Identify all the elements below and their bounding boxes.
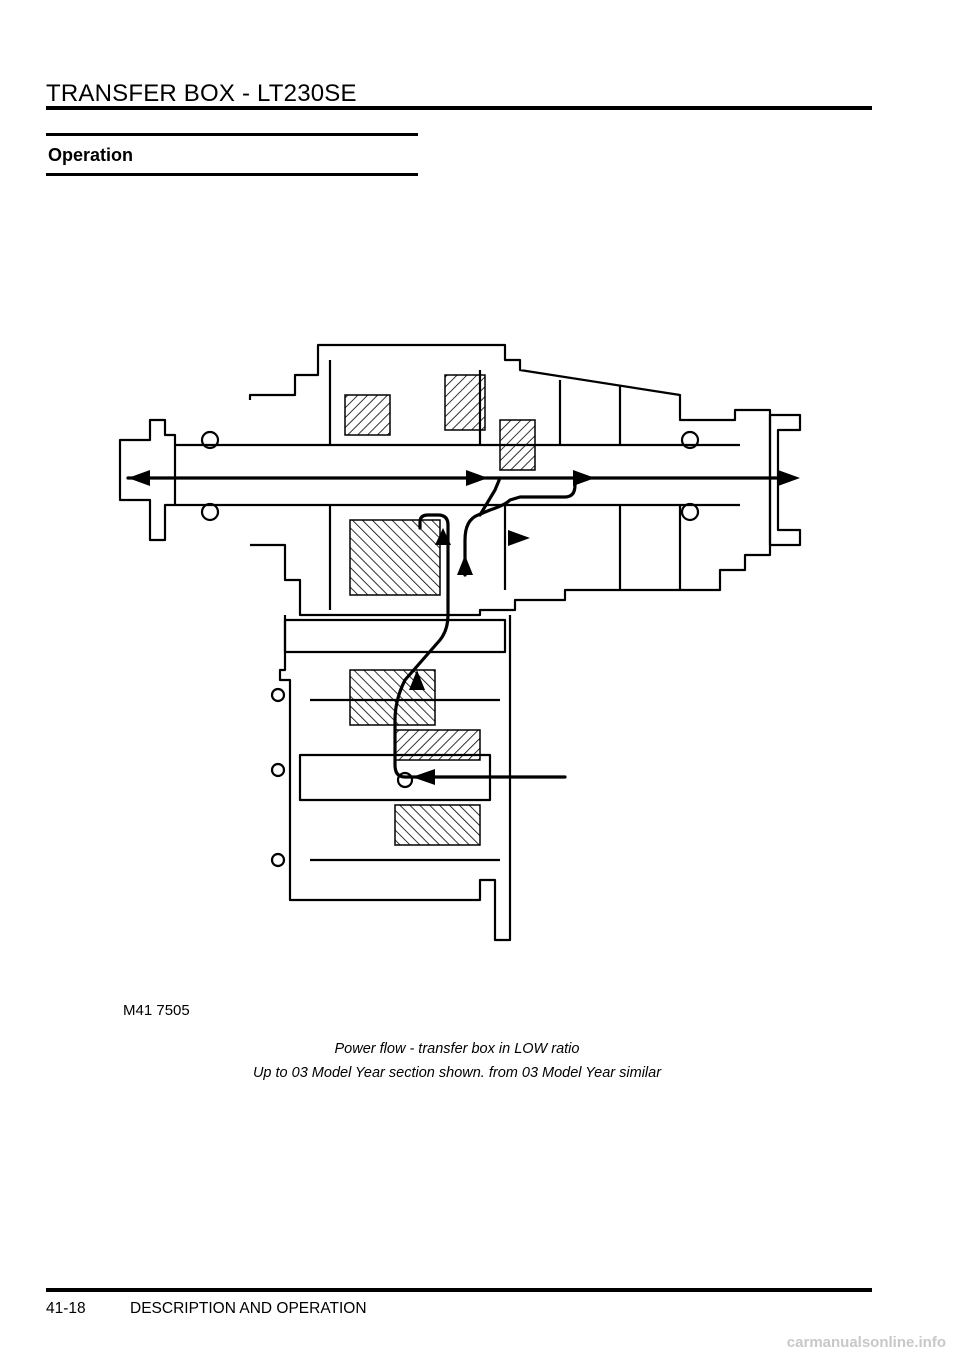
- arrow-diff-right: [573, 470, 595, 486]
- differential-pinion: [499, 419, 536, 471]
- figure-caption-line1: Power flow - transfer box in LOW ratio: [334, 1041, 580, 1057]
- power-flow-input-line: [393, 513, 567, 779]
- left-output-flange: [118, 418, 177, 542]
- intermediate-gear-lower: [394, 729, 481, 761]
- arrow-up-mid: [457, 555, 473, 575]
- arrow-up-lower: [409, 670, 425, 690]
- power-flow-branch-line: [463, 476, 577, 577]
- transfer-box-section-drawing: [118, 343, 802, 942]
- arrow-front-output: [128, 470, 150, 486]
- input-gear-lower: [394, 804, 481, 846]
- arrow-rear-output: [778, 470, 800, 486]
- section-heading: Operation: [48, 145, 134, 165]
- section-rule-top: [46, 133, 418, 136]
- arrow-diff-left: [466, 470, 488, 486]
- figure-caption-line2: Up to 03 Model Year section shown. from …: [252, 1065, 662, 1081]
- page-header-title: TRANSFER BOX - LT230SE: [46, 80, 357, 107]
- low-range-gear: [349, 519, 441, 596]
- power-flow-diff-line: [478, 476, 502, 517]
- arrow-diff-pinion: [508, 530, 530, 546]
- footer-section-title: DESCRIPTION AND OPERATION: [130, 1300, 367, 1317]
- high-range-gear: [344, 394, 391, 436]
- intermediate-gear-upper: [349, 669, 436, 726]
- header-rule: [46, 106, 872, 110]
- upper-housing-outline: [248, 343, 772, 617]
- right-output-flange: [768, 413, 802, 547]
- figure-id: M41 7505: [123, 1002, 190, 1019]
- footer-rule: [46, 1288, 872, 1292]
- intermediate-shaft: [283, 618, 507, 654]
- section-rule-bottom: [46, 173, 418, 176]
- watermark: carmanualsonline.info: [786, 1334, 946, 1351]
- arrow-into-gear: [435, 528, 451, 545]
- arrow-input-left: [412, 769, 435, 785]
- footer-page-number: 41-18: [46, 1300, 86, 1317]
- differential-gear: [444, 374, 486, 431]
- lower-housing-outline: [278, 615, 512, 942]
